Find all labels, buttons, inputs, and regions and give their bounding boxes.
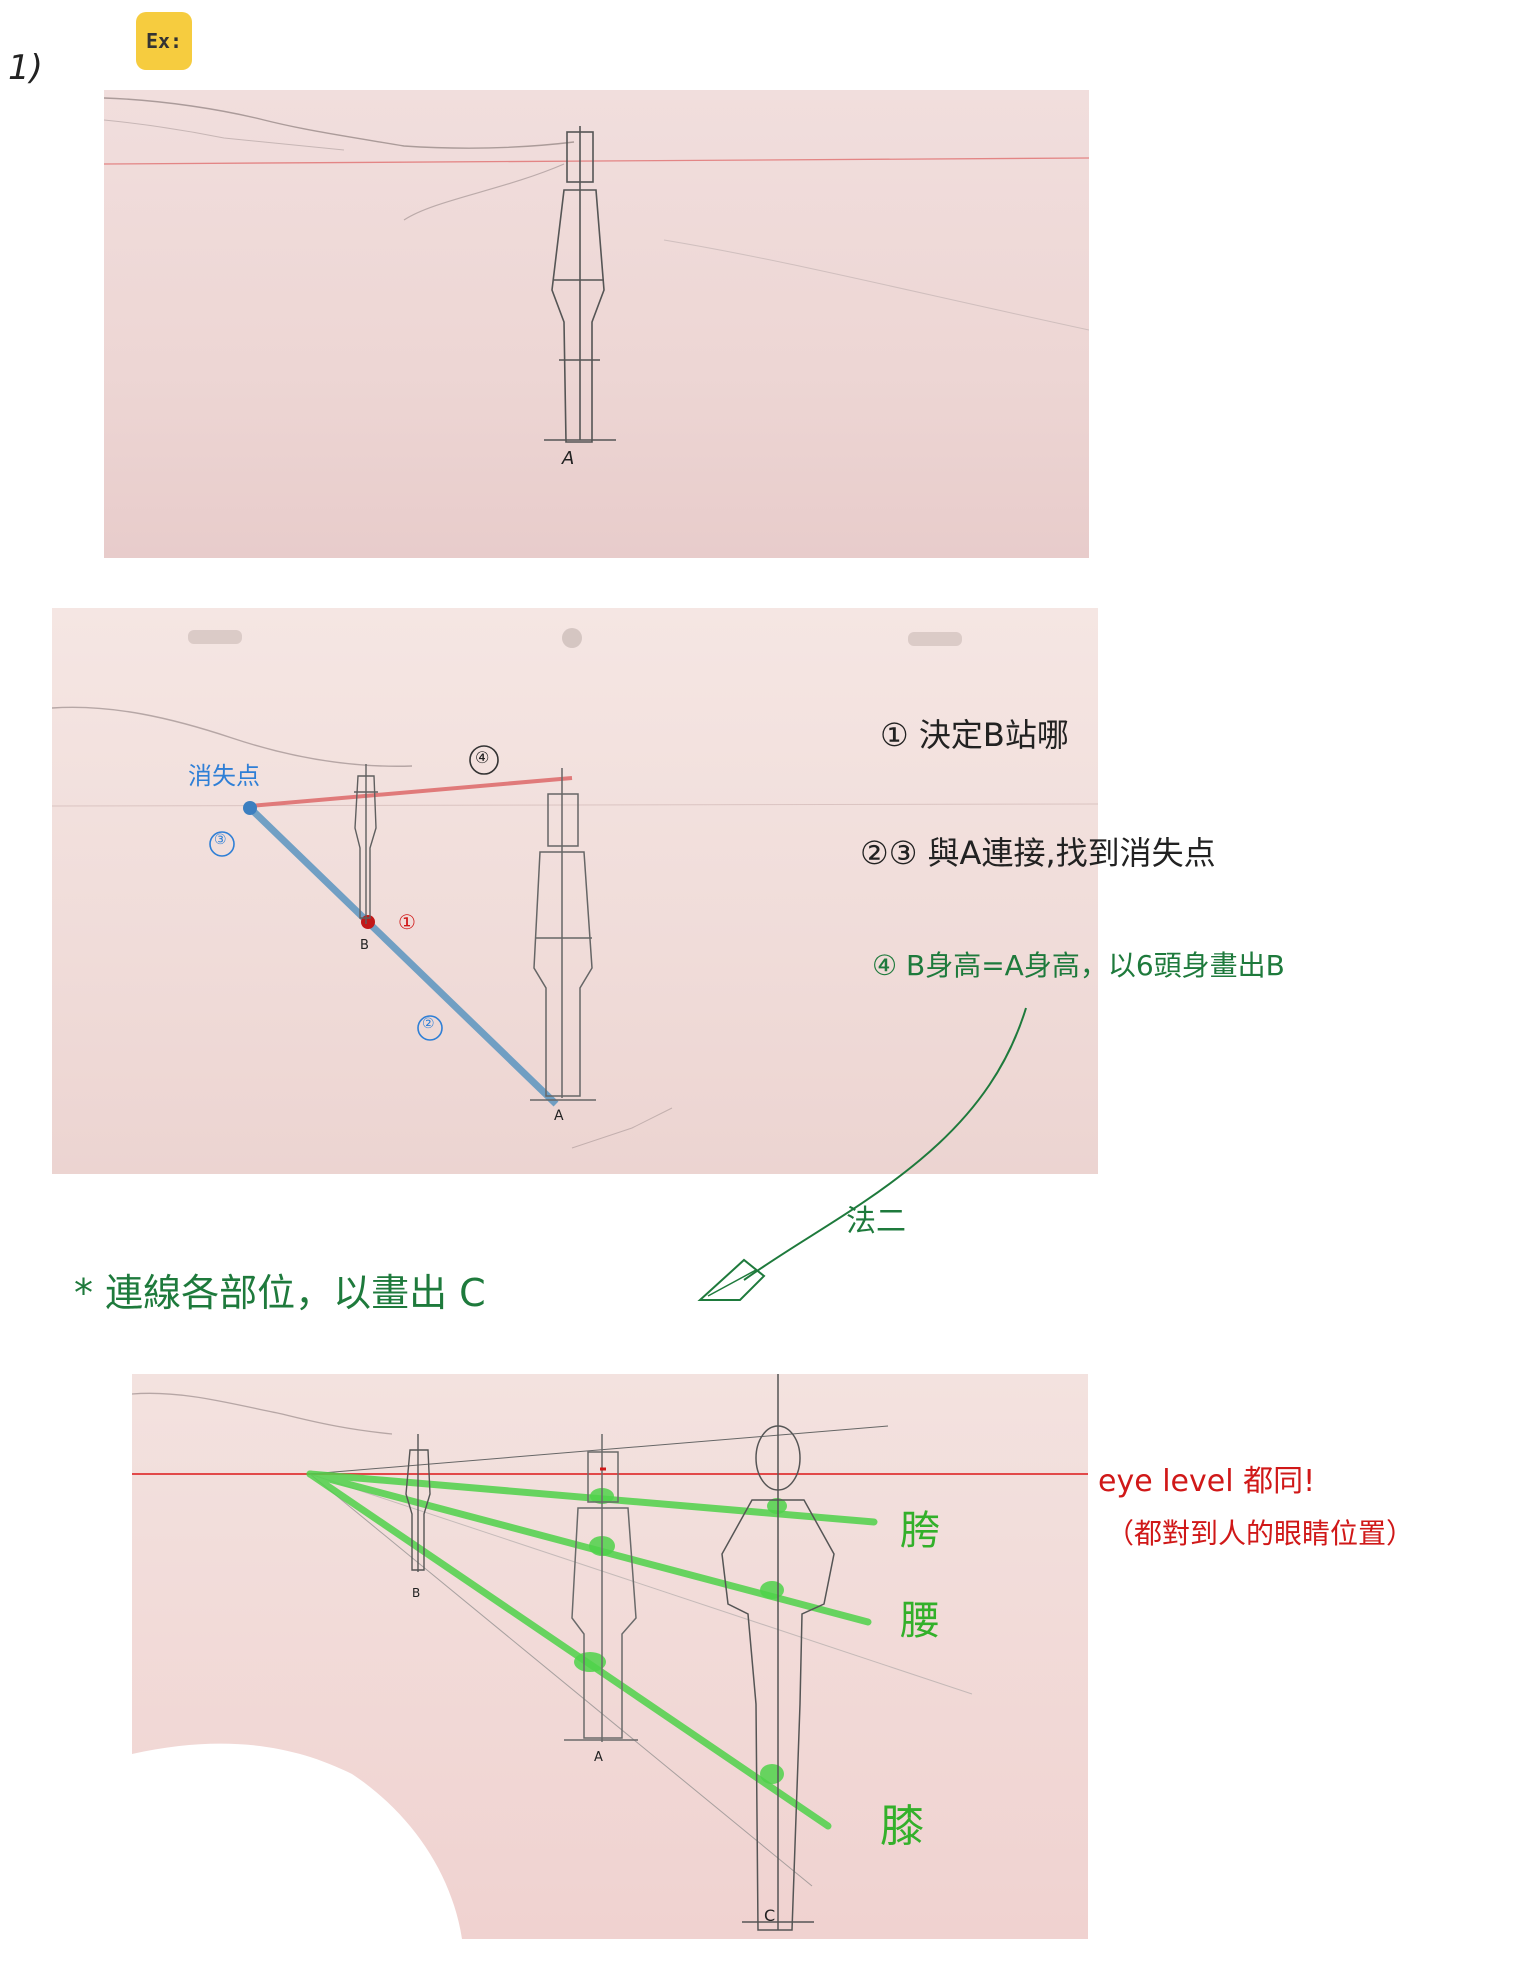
eye-level-note-1: eye level 都同!: [1098, 1464, 1316, 1499]
photo-panel-1: A: [104, 90, 1089, 558]
label-waist: 腰: [900, 1598, 940, 1644]
horizon-line: [104, 157, 1089, 165]
figure-a: [530, 768, 596, 1101]
binder-slot: [908, 632, 962, 646]
figure-b-label: B: [360, 938, 369, 953]
binder-hole: [562, 628, 582, 648]
eye-level-note-2: （都對到人的眼睛位置）: [1106, 1517, 1415, 1550]
label-hip: 胯: [900, 1508, 940, 1554]
arrow-head-icon: [697, 1258, 766, 1301]
hill-outline: [104, 97, 575, 149]
point-b-base: [361, 915, 375, 929]
method-label: 法二: [846, 1204, 906, 1239]
vanishing-point-label: 消失点: [188, 762, 260, 790]
connector-arrow: [697, 1007, 1027, 1301]
figure-a-label: A: [594, 1750, 603, 1765]
panel-2-sketch: [52, 628, 1098, 1149]
panel-3-sketch: [132, 1374, 1088, 1939]
figure-a: [564, 1434, 638, 1742]
figure-b-label: B: [412, 1586, 421, 1600]
step-number: 1): [8, 48, 43, 88]
figure-a-label: A: [554, 1108, 564, 1124]
figure-c: [721, 1374, 835, 1931]
figure-b: [354, 764, 378, 924]
panel-1-sketch: [104, 97, 1089, 443]
marker-4: ④: [475, 748, 490, 767]
step-2-3-note: ②③ 與A連接,找到消失点: [860, 834, 1216, 872]
figure-a-label: A: [562, 448, 575, 469]
height-transfer-line: [249, 776, 573, 808]
figure-b: [405, 1434, 431, 1572]
figure-c-label: C: [764, 1906, 776, 1925]
step-1-note: ① 決定B站哪: [880, 716, 1069, 754]
marker-1: ①: [398, 910, 416, 934]
photo-panel-2: 消失点 ③ ② ④ ① B A: [52, 608, 1098, 1174]
binder-slot: [188, 630, 242, 644]
label-knee: 膝: [880, 1801, 924, 1852]
vanishing-line: [247, 805, 559, 1107]
step-4-note: ④ B身高=A身高，以6頭身畫出B: [872, 949, 1285, 982]
marker-3: ③: [214, 832, 227, 848]
ex-badge: Ex:: [136, 12, 192, 70]
figure-a: [544, 126, 616, 443]
vanishing-point: [243, 801, 257, 815]
connection-note: * 連線各部位，以畫出 C: [74, 1271, 486, 1315]
photo-panel-3: B A C: [132, 1374, 1088, 1939]
marker-2: ②: [422, 1016, 435, 1032]
paper-cutout: [132, 1374, 1088, 1939]
